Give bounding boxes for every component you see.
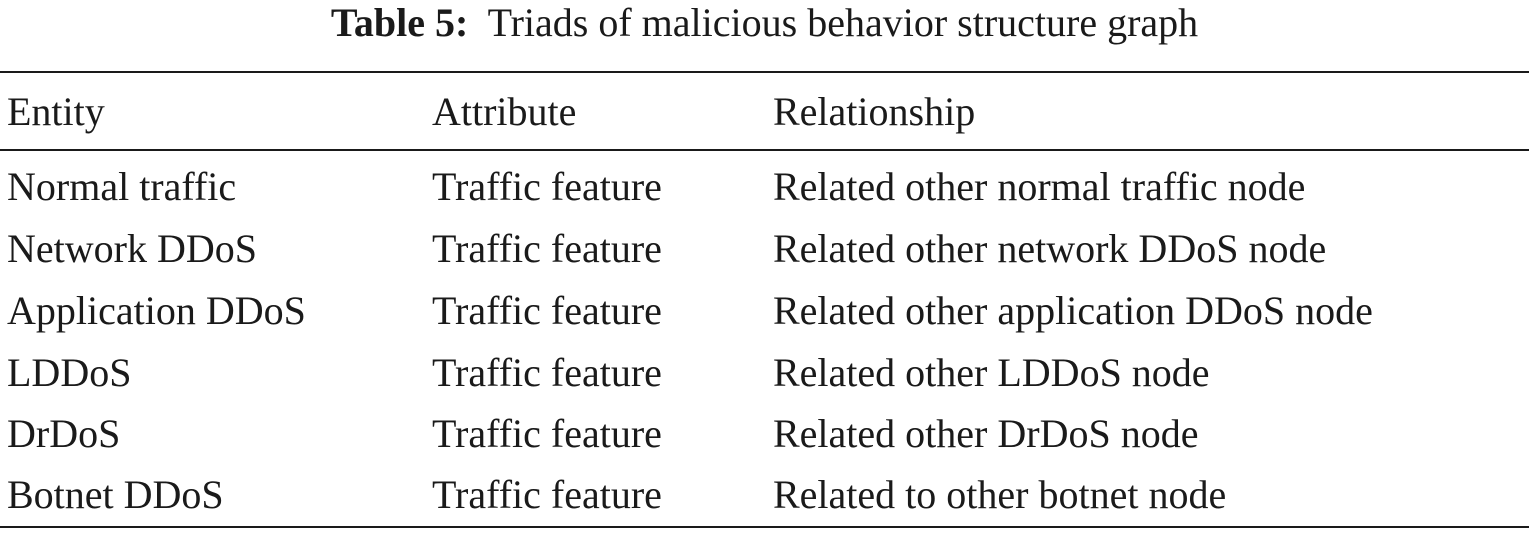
entity-cell: Botnet DDoS: [7, 472, 224, 517]
table-top-rule: [0, 71, 1529, 73]
relationship-cell: Related to other botnet node: [773, 472, 1227, 517]
relationship-cell: Related other DrDoS node: [773, 411, 1199, 456]
table-row: DrDoS Traffic feature Related other DrDo…: [0, 403, 1529, 465]
entity-cell: Normal traffic: [7, 164, 237, 209]
table-header-row: Entity Attribute Relationship: [0, 81, 1529, 143]
relationship-cell: Related other network DDoS node: [773, 226, 1327, 271]
table-row: Botnet DDoS Traffic feature Related to o…: [0, 464, 1529, 526]
entity-cell: LDDoS: [7, 350, 132, 395]
table-caption: Table 5: Triads of malicious behavior st…: [0, 0, 1529, 52]
attribute-cell: Traffic feature: [432, 226, 662, 271]
column-header-relationship: Relationship: [773, 89, 976, 134]
column-header-entity: Entity: [7, 89, 105, 134]
entity-cell: Application DDoS: [7, 288, 306, 333]
table-caption-text: Triads of malicious behavior structure g…: [487, 0, 1199, 45]
relationship-cell: Related other application DDoS node: [773, 288, 1373, 333]
column-header-attribute: Attribute: [432, 89, 577, 134]
entity-cell: Network DDoS: [7, 226, 257, 271]
entity-cell: DrDoS: [7, 411, 121, 456]
attribute-cell: Traffic feature: [432, 288, 662, 333]
attribute-cell: Traffic feature: [432, 411, 662, 456]
attribute-cell: Traffic feature: [432, 472, 662, 517]
table-row: Normal traffic Traffic feature Related o…: [0, 156, 1529, 218]
table-row: Network DDoS Traffic feature Related oth…: [0, 218, 1529, 280]
attribute-cell: Traffic feature: [432, 164, 662, 209]
attribute-cell: Traffic feature: [432, 350, 662, 395]
table-row: LDDoS Traffic feature Related other LDDo…: [0, 342, 1529, 404]
table-caption-label: Table 5:: [330, 0, 469, 45]
table-row: Application DDoS Traffic feature Related…: [0, 280, 1529, 342]
relationship-cell: Related other LDDoS node: [773, 350, 1210, 395]
table-header-rule: [0, 149, 1529, 151]
relationship-cell: Related other normal traffic node: [773, 164, 1306, 209]
table-bottom-rule: [0, 526, 1529, 528]
